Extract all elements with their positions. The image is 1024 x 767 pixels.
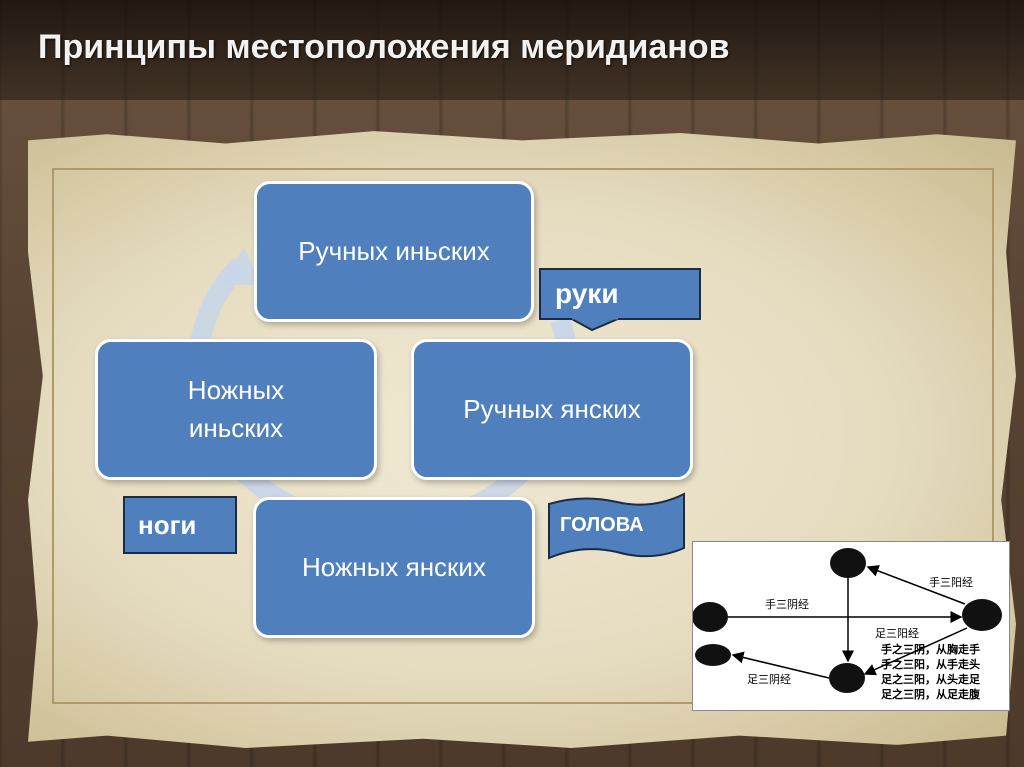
node-top [830, 548, 866, 578]
box-foot-yin-label-1: Ножных [187, 374, 285, 405]
box-foot-yin: Ножных иньских [95, 339, 377, 480]
node-right [962, 599, 1002, 631]
box-hand-yang-label: Ручных янских [463, 393, 641, 424]
title-bar [0, 0, 1024, 100]
callout-hands-label: руки [555, 278, 619, 309]
callout-legs: ноги [123, 496, 237, 554]
inset-diagram-svg: 手三阳经 手三阴经 足三阳经 足三阴经 手之三阴，从胸走手 手之三阳，从手走头 … [692, 548, 1002, 701]
node-bottom [829, 663, 865, 693]
callout-head-label: ГОЛОВА [560, 514, 644, 536]
box-hand-yin: Ручных иньских [254, 181, 534, 322]
callout-hands: руки [539, 268, 701, 320]
meridian-flow-inset: 手三阳经 手三阴经 足三阳经 足三阴经 手之三阴，从胸走手 手之三阳，从手走头 … [692, 541, 1010, 711]
node-left [692, 602, 728, 632]
callout-hands-pointer [570, 318, 620, 332]
rule-3: 足之三阳，从头走足 [881, 672, 981, 686]
rule-4: 足之三阴，从足走腹 [881, 687, 981, 701]
rule-2: 手之三阳，从手走头 [881, 657, 980, 671]
slide-title: Принципы местоположения меридианов [38, 28, 730, 66]
callout-legs-label: ноги [138, 509, 197, 540]
label-hand-yin: 手三阴经 [765, 597, 809, 611]
box-hand-yang: Ручных янских [411, 339, 693, 480]
callout-head-shape [548, 492, 685, 560]
node-bottom-left [695, 644, 731, 666]
label-hand-yang: 手三阳经 [929, 575, 973, 589]
box-foot-yang: Ножных янских [253, 497, 535, 638]
box-hand-yin-label: Ручных иньских [298, 235, 490, 266]
rule-1: 手之三阴，从胸走手 [881, 642, 980, 656]
label-foot-yang: 足三阳经 [875, 627, 919, 640]
box-foot-yang-label: Ножных янских [302, 551, 486, 582]
parchment-frame [52, 168, 994, 704]
box-foot-yin-label-2: иньских [188, 412, 284, 443]
label-foot-yin: 足三阴经 [747, 673, 791, 686]
